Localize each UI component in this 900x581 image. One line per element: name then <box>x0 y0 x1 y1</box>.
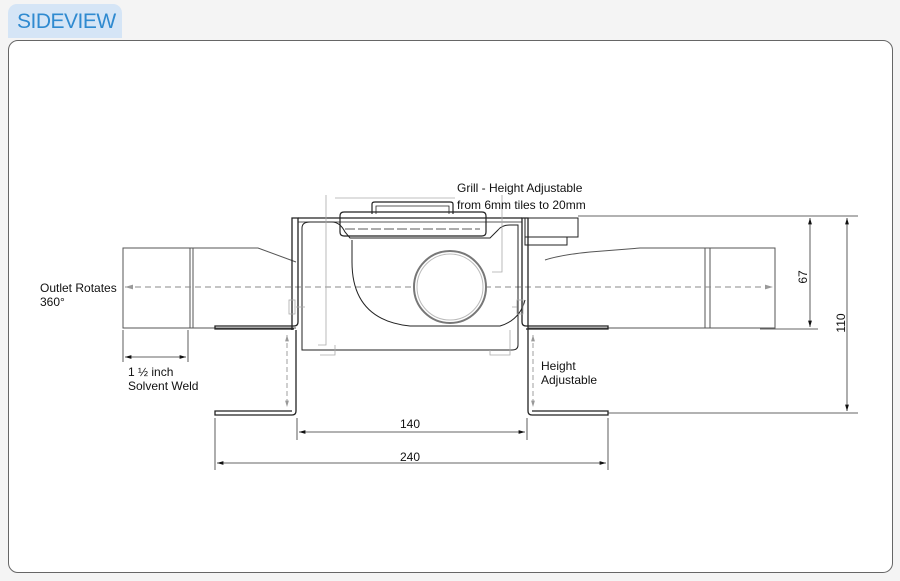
outlet-pipe-section <box>413 250 487 324</box>
dimension-lines <box>122 215 858 470</box>
weld-label-1: 1 ½ inch <box>128 365 173 379</box>
dim-140: 140 <box>400 417 420 431</box>
right-outlet-pipe <box>528 247 776 329</box>
dim-110: 110 <box>834 313 848 332</box>
grill-label-1: Grill - Height Adjustable <box>457 181 583 195</box>
weld-label-2: Solvent Weld <box>128 379 198 393</box>
height-label-1: Height <box>541 359 576 373</box>
alignment-guides <box>288 195 524 356</box>
grill-label-2: from 6mm tiles to 20mm <box>457 198 586 212</box>
left-outlet-pipe <box>122 247 297 329</box>
sideview-tab: SIDEVIEW <box>8 4 122 38</box>
dim-240: 240 <box>400 450 420 464</box>
outlet-label-1: Outlet Rotates <box>40 281 117 295</box>
grill <box>339 201 487 237</box>
height-label-2: Adjustable <box>541 373 597 387</box>
drain-body <box>214 217 609 416</box>
dim-67: 67 <box>796 270 810 284</box>
outlet-label-2: 360° <box>40 295 65 309</box>
